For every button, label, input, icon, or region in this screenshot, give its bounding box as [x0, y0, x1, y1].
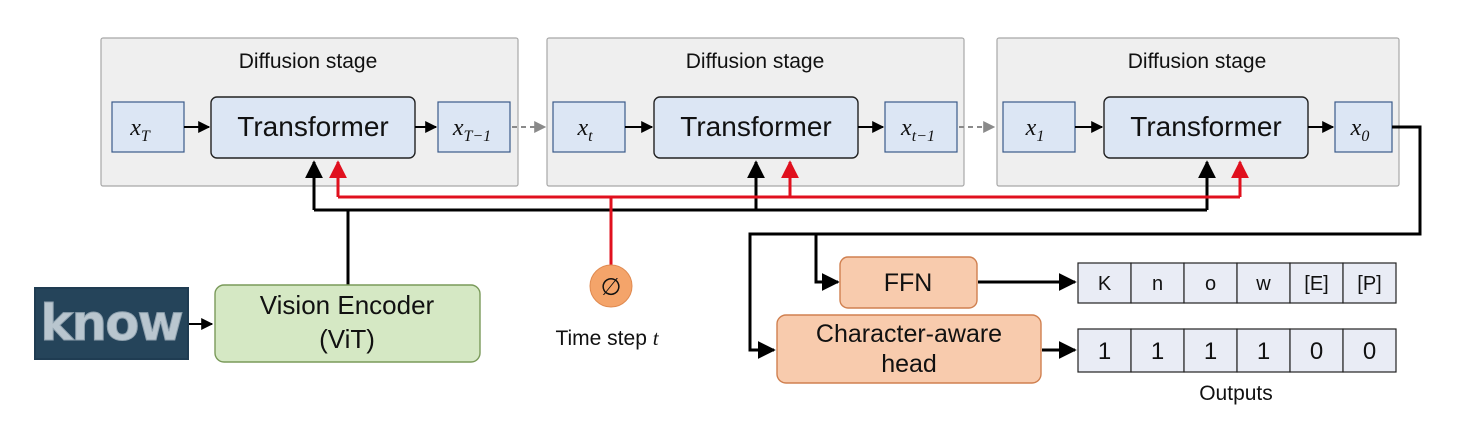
timestep-symbol: ∅ — [601, 274, 622, 301]
diffusion-stage-2: Diffusion stage xt Transformer xt−1 — [546, 37, 965, 187]
vision-feature-lines — [305, 160, 1216, 286]
ffn-box — [839, 256, 978, 309]
head-output-cell — [1236, 328, 1291, 373]
head-output-cell — [1130, 328, 1185, 373]
token-x-t-1-label: xt−1 — [900, 115, 935, 145]
token-x-T-label: xT — [129, 115, 151, 145]
head-output-cell — [1183, 328, 1238, 373]
ffn-output-cell-text: [P] — [1357, 273, 1381, 295]
ffn-output-cell — [1077, 262, 1132, 304]
ffn-output-cell — [1183, 262, 1238, 304]
token-x-t-label: xt — [576, 115, 593, 145]
ffn-output-cell — [1342, 262, 1397, 304]
ffn-block: FFN — [839, 256, 978, 309]
transformer-2-label: Transformer — [680, 111, 831, 142]
ffn-output-cell-text: K — [1098, 273, 1112, 295]
ffn-output-cell — [1289, 262, 1344, 304]
stage-2-title: Diffusion stage — [686, 50, 825, 73]
diffusion-stage-3: Diffusion stage x1 Transformer x0 — [996, 37, 1400, 187]
transformer-1-label: Transformer — [237, 111, 388, 142]
token-x-0 — [1334, 101, 1393, 153]
token-x-T-1-label: xT−1 — [452, 115, 491, 145]
token-x-T-1 — [437, 101, 511, 153]
head-output-cell-text: 1 — [1151, 338, 1164, 365]
head-output-cell — [1342, 328, 1397, 373]
token-x-1 — [1002, 101, 1076, 153]
transformer-3-label: Transformer — [1130, 111, 1281, 142]
diffusion-stage-1: Diffusion stage xT Transformer xT−1 — [100, 37, 519, 187]
char-head-box — [776, 314, 1042, 384]
x0-output-routing — [748, 125, 1422, 359]
timestep-label: Time step t — [555, 326, 659, 350]
head-output-cell-text: 0 — [1310, 338, 1323, 365]
x0-to-char-head-line — [748, 125, 1422, 359]
head-output-cell-text: 1 — [1204, 338, 1217, 365]
head-output-cell-text: 1 — [1257, 338, 1270, 365]
ffn-output-cell-text: n — [1152, 273, 1163, 295]
input-word-image: know — [34, 287, 189, 360]
vision-encoder-box — [214, 284, 481, 363]
char-head-line1: Character-aware — [816, 320, 1002, 348]
timestep-lines — [329, 160, 1249, 266]
head-output-cell — [1289, 328, 1344, 373]
head-output-row: 1 1 1 1 0 0 — [1077, 328, 1397, 373]
ffn-output-cell-text: w — [1255, 273, 1271, 295]
outputs-label: Outputs — [1199, 382, 1273, 405]
x0-to-ffn-line — [814, 234, 840, 291]
token-x-T — [111, 101, 185, 153]
ffn-output-cell-text: o — [1205, 273, 1216, 295]
token-x-0-label: x0 — [1350, 115, 1370, 145]
stage-1-title: Diffusion stage — [239, 50, 378, 73]
char-head-line2: head — [881, 350, 937, 378]
vision-encoder-line2: (ViT) — [319, 324, 375, 354]
ffn-label: FFN — [884, 269, 933, 297]
character-aware-head: Character-aware head — [776, 314, 1042, 384]
timestep-node: ∅ Time step t — [555, 264, 660, 350]
head-output-cell-text: 0 — [1363, 338, 1376, 365]
token-x-1-label: x1 — [1025, 115, 1045, 145]
vision-encoder: Vision Encoder (ViT) — [214, 284, 481, 363]
stage-3-title: Diffusion stage — [1128, 50, 1267, 73]
head-output-cell-text: 1 — [1098, 338, 1111, 365]
token-x-t-1 — [884, 101, 958, 153]
word-image-text: know — [40, 294, 182, 352]
timestep-circle — [589, 264, 633, 308]
ffn-output-cell-text: [E] — [1304, 273, 1328, 295]
vision-encoder-line1: Vision Encoder — [260, 290, 435, 320]
